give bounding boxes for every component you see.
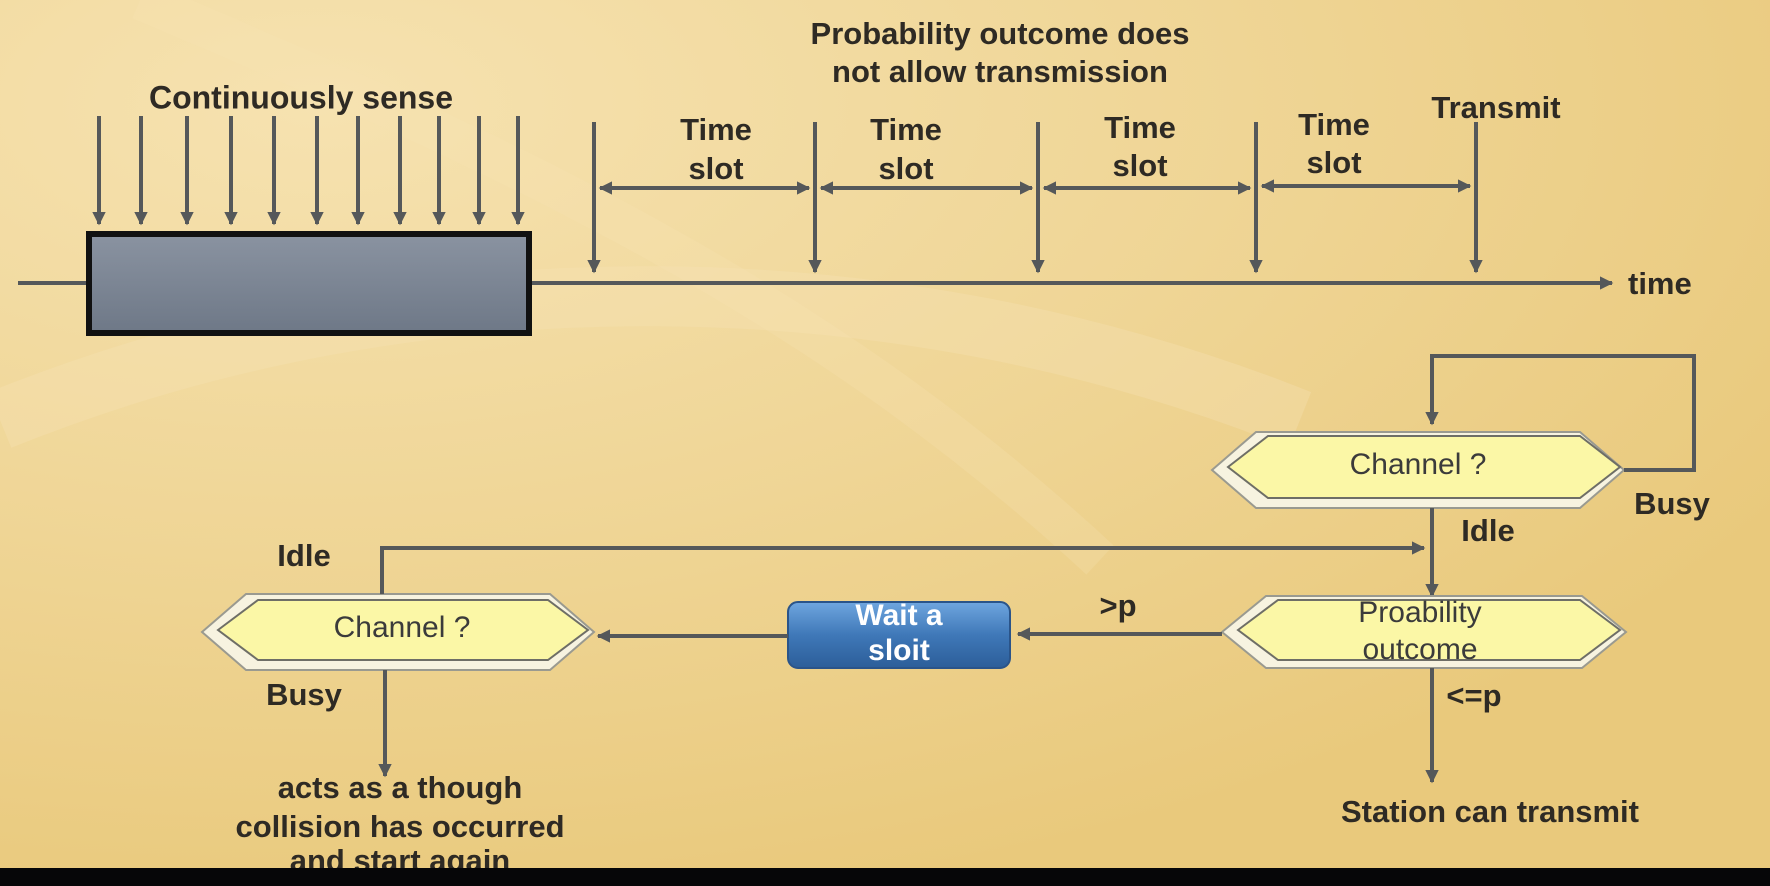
top-channel-label: Channel ? bbox=[1350, 448, 1487, 481]
probability-decision bbox=[1236, 599, 1622, 661]
slot-4-line-2: slot bbox=[1306, 145, 1361, 180]
header-line-1: Probability outcome does bbox=[811, 16, 1190, 51]
slot-1-line-2: slot bbox=[688, 151, 743, 186]
left-channel-decision bbox=[216, 599, 590, 661]
footer-bar bbox=[0, 868, 1770, 886]
left-channel-label: Channel ? bbox=[334, 611, 471, 644]
csma-p-persistent-diagram: time Continuously sense Probability outc… bbox=[0, 0, 1770, 868]
slot-4-line-1: Time bbox=[1298, 107, 1370, 142]
idle-feedback-arrow bbox=[380, 541, 1426, 594]
busy-left-label: Busy bbox=[266, 677, 343, 712]
probability-label-line-2: outcome bbox=[1362, 633, 1477, 666]
background-swirl bbox=[0, 266, 1312, 448]
wait-label-line-2: sloit bbox=[868, 634, 930, 667]
station-can-transmit-label: Station can transmit bbox=[1341, 794, 1639, 829]
slot-boundaries bbox=[587, 122, 1483, 274]
time-axis-label: time bbox=[1628, 266, 1692, 301]
idle-left-label: Idle bbox=[277, 538, 330, 573]
sense-arrows bbox=[92, 116, 525, 226]
top-channel-decision bbox=[1226, 435, 1622, 499]
slot-span-arrows bbox=[598, 179, 1472, 195]
slot-2-line-1: Time bbox=[870, 112, 942, 147]
continuously-sense-label: Continuously sense bbox=[149, 79, 453, 115]
collision-line-3: and start again bbox=[290, 843, 511, 868]
transmit-label: Transmit bbox=[1431, 90, 1560, 125]
flowchart: Channel ? Busy Idle Proability outcome <… bbox=[200, 354, 1711, 868]
slot-2-line-2: slot bbox=[878, 151, 933, 186]
continuous-sense-box bbox=[86, 231, 532, 336]
collision-line-1: acts as a though bbox=[278, 770, 523, 805]
slot-3-line-2: slot bbox=[1112, 148, 1167, 183]
le-p-label: <=p bbox=[1446, 678, 1501, 713]
gt-p-label: >p bbox=[1099, 588, 1136, 623]
collision-line-2: collision has occurred bbox=[235, 809, 564, 844]
timeline: time Continuously sense Probability outc… bbox=[18, 16, 1692, 336]
idle-right-label: Idle bbox=[1461, 513, 1514, 548]
wait-label-line-1: Wait a bbox=[855, 599, 943, 632]
slot-3-line-1: Time bbox=[1104, 110, 1176, 145]
slot-1-line-1: Time bbox=[680, 112, 752, 147]
header-line-2: not allow transmission bbox=[832, 54, 1168, 89]
busy-right-label: Busy bbox=[1634, 486, 1711, 521]
probability-label-line-1: Proability bbox=[1358, 596, 1481, 629]
background-swirl bbox=[132, 0, 1114, 575]
busy-loop-arrow bbox=[1425, 354, 1696, 472]
